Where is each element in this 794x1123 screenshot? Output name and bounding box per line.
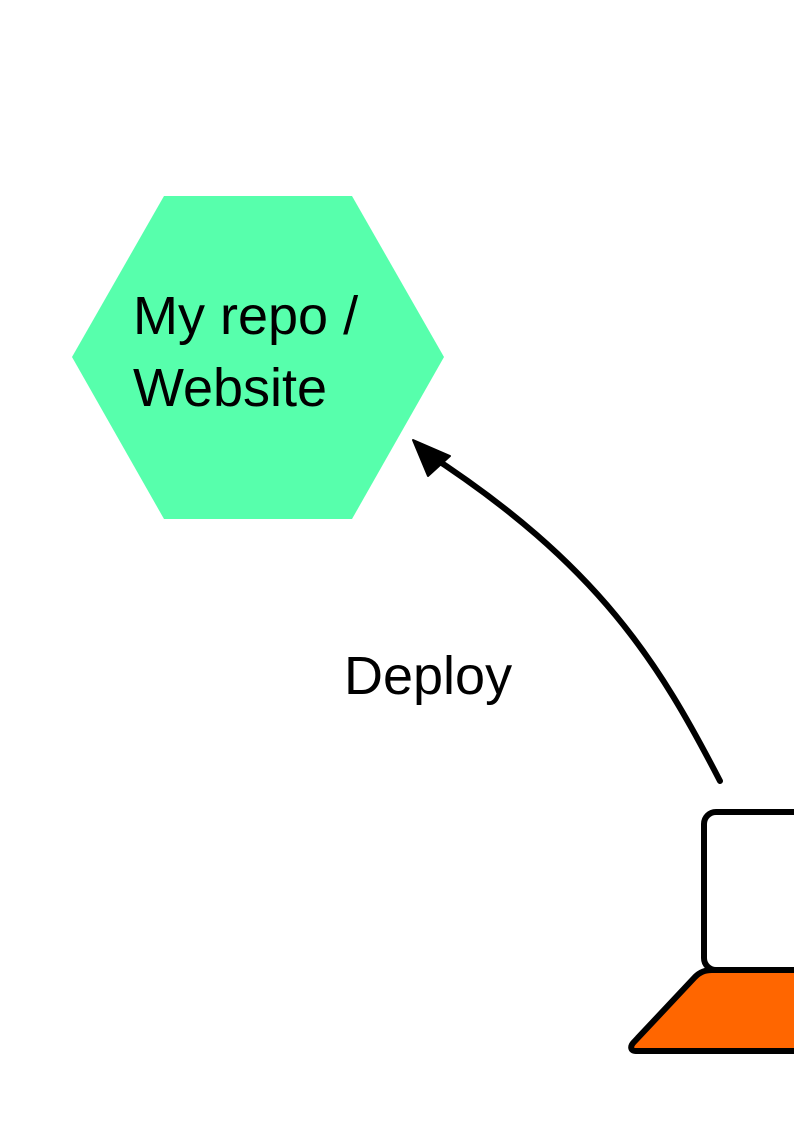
repo-hexagon-shape <box>72 196 444 519</box>
laptop-base <box>628 967 794 1054</box>
laptop-screen <box>701 809 794 973</box>
repo-label-line-2: Website <box>133 358 327 418</box>
deploy-edge: Deploy <box>344 439 723 784</box>
deploy-arrowhead <box>412 439 451 477</box>
repo-node: My repo / Website <box>72 196 444 519</box>
repo-label-line-1: My repo / <box>133 286 358 346</box>
laptop-icon <box>628 809 794 1054</box>
deploy-label: Deploy <box>344 646 512 706</box>
repo-label: My repo / Website <box>133 286 373 418</box>
deploy-arrow-line <box>422 449 723 784</box>
